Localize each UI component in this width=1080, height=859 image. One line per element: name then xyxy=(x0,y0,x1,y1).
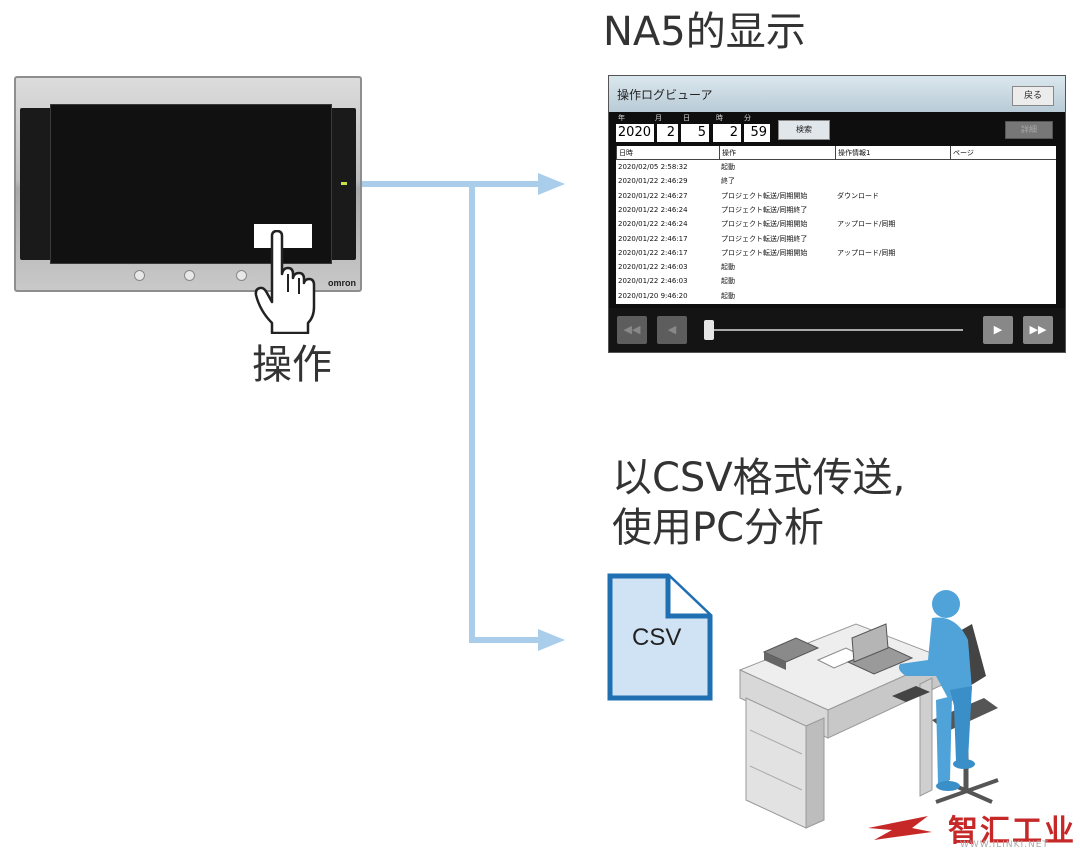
row-operation: プロジェクト転送/同期開始 xyxy=(721,191,808,200)
row-page xyxy=(950,189,1056,203)
month-label: 月 xyxy=(655,114,662,122)
watermark-url: WWW.ILINKI.NET xyxy=(960,840,1049,850)
table-row[interactable]: 2020/01/22 2:46:17 プロジェクト転送/同期開始 アップロード/同期 xyxy=(616,246,1056,260)
row-operation: プロジェクト転送/同期終了 xyxy=(721,205,808,214)
csv-label: CSV xyxy=(632,624,682,651)
omron-logo: omron xyxy=(328,278,356,288)
detail-button[interactable]: 詳細 xyxy=(1005,121,1053,139)
day-label: 日 xyxy=(683,114,690,122)
last-page-button[interactable]: ▶▶ xyxy=(1023,316,1053,344)
pc-analysis-illustration xyxy=(738,590,999,829)
table-row[interactable]: 2020/01/22 2:46:27 プロジェクト転送/同期開始 ダウンロード xyxy=(616,189,1056,203)
hour-label: 時 xyxy=(716,114,723,122)
arrow-head-to-csv xyxy=(538,629,565,651)
year-label: 年 xyxy=(618,114,625,122)
minute-label: 分 xyxy=(744,114,751,122)
row-operation: プロジェクト転送/同期終了 xyxy=(721,234,808,243)
row-page xyxy=(950,246,1056,260)
viewer-titlebar: 操作ログビューア 戻る xyxy=(609,76,1065,112)
row-page xyxy=(950,232,1056,246)
row-operation: プロジェクト転送/同期開始 xyxy=(721,248,808,257)
first-page-button[interactable]: ◀◀ xyxy=(617,316,647,344)
log-table-header: 日時 操作 操作情報1 ページ xyxy=(616,146,1056,160)
column-header-datetime: 日時 xyxy=(616,146,719,160)
csv-heading-line1: 以CSV格式传送, xyxy=(612,455,906,501)
table-row[interactable]: 2020/01/22 2:46:24 プロジェクト転送/同期開始 アップロード/同期 xyxy=(616,217,1056,231)
search-button[interactable]: 検索 xyxy=(778,120,830,140)
next-page-button[interactable]: ▶ xyxy=(983,316,1013,344)
watermark-logo-icon xyxy=(868,816,932,840)
row-datetime: 2020/01/22 2:46:24 xyxy=(618,220,688,229)
day-field[interactable]: 5 xyxy=(681,124,709,142)
row-operation-info xyxy=(835,232,950,246)
table-row[interactable]: 2020/01/22 2:46:03 起動 xyxy=(616,274,1056,288)
arrow-head-to-na5 xyxy=(538,173,565,195)
row-operation-info xyxy=(835,289,950,303)
row-operation-info xyxy=(835,274,950,288)
row-page xyxy=(950,260,1056,274)
year-field[interactable]: 2020 xyxy=(616,124,654,142)
column-header-page: ページ xyxy=(950,146,1056,160)
table-row[interactable]: 2020/01/22 2:46:29 終了 xyxy=(616,174,1056,188)
row-datetime: 2020/01/20 9:46:20 xyxy=(618,291,688,300)
row-page xyxy=(950,289,1056,303)
row-operation-info xyxy=(835,174,950,188)
row-operation: 起動 xyxy=(721,277,735,286)
row-page xyxy=(950,217,1056,231)
row-page xyxy=(950,174,1056,188)
viewer-navigation: ◀◀ ◀ ▶ ▶▶ xyxy=(609,308,1065,352)
status-led xyxy=(341,182,347,185)
row-datetime: 2020/01/22 2:46:29 xyxy=(618,177,688,186)
row-datetime: 2020/01/22 2:46:17 xyxy=(618,248,688,257)
row-operation: プロジェクト転送/同期開始 xyxy=(721,220,808,229)
device-key-1 xyxy=(134,270,145,281)
table-row[interactable]: 2020/01/22 2:46:24 プロジェクト転送/同期終了 xyxy=(616,203,1056,217)
row-operation: 起動 xyxy=(721,291,735,300)
viewer-title: 操作ログビューア xyxy=(617,88,713,102)
pointing-hand-icon xyxy=(254,230,316,334)
row-operation-info: ダウンロード xyxy=(837,191,879,200)
minute-field[interactable]: 59 xyxy=(744,124,770,142)
csv-heading-line2: 使用PC分析 xyxy=(612,505,825,551)
table-row[interactable]: 2020/01/20 9:46:20 起動 xyxy=(616,289,1056,303)
row-datetime: 2020/01/22 2:46:17 xyxy=(618,234,688,243)
page-slider-track[interactable] xyxy=(713,329,963,331)
watermark-text: 智汇工业 xyxy=(948,814,1076,849)
row-datetime: 2020/01/22 2:46:03 xyxy=(618,263,688,272)
page-slider-thumb[interactable] xyxy=(704,320,714,340)
row-operation: 起動 xyxy=(721,163,735,171)
csv-document-icon xyxy=(607,573,713,701)
row-operation: 終了 xyxy=(721,177,735,186)
prev-page-button[interactable]: ◀ xyxy=(657,316,687,344)
hmi-device: omron xyxy=(14,76,362,292)
row-operation: 起動 xyxy=(721,263,735,272)
table-row[interactable]: 2020/01/22 2:46:03 起動 xyxy=(616,260,1056,274)
row-operation-info xyxy=(835,160,950,174)
row-operation-info: アップロード/同期 xyxy=(837,248,896,257)
row-operation-info xyxy=(835,260,950,274)
device-key-2 xyxy=(184,270,195,281)
row-page xyxy=(950,160,1056,174)
column-header-operation-info: 操作情報1 xyxy=(835,146,950,160)
row-datetime: 2020/02/05 2:58:32 xyxy=(618,163,688,171)
table-row[interactable]: 2020/02/05 2:58:32 起動 xyxy=(616,160,1056,174)
back-button[interactable]: 戻る xyxy=(1012,86,1054,106)
row-operation-info xyxy=(835,203,950,217)
table-row[interactable]: 2020/01/22 2:46:17 プロジェクト転送/同期終了 xyxy=(616,232,1056,246)
row-operation-info: アップロード/同期 xyxy=(837,220,896,229)
row-page xyxy=(950,274,1056,288)
month-field[interactable]: 2 xyxy=(657,124,678,142)
row-datetime: 2020/01/22 2:46:03 xyxy=(618,277,688,286)
device-key-3 xyxy=(236,270,247,281)
row-datetime: 2020/01/22 2:46:27 xyxy=(618,191,688,200)
operation-log-viewer: 操作ログビューア 戻る 年 月 日 時 分 2020 2 5 2 59 検索 詳… xyxy=(608,75,1066,353)
column-header-operation: 操作 xyxy=(719,146,835,160)
operation-label: 操作 xyxy=(252,342,332,388)
row-datetime: 2020/01/22 2:46:24 xyxy=(618,205,688,214)
hour-field[interactable]: 2 xyxy=(713,124,741,142)
row-page xyxy=(950,203,1056,217)
na5-display-heading: NA5的显示 xyxy=(603,9,806,55)
